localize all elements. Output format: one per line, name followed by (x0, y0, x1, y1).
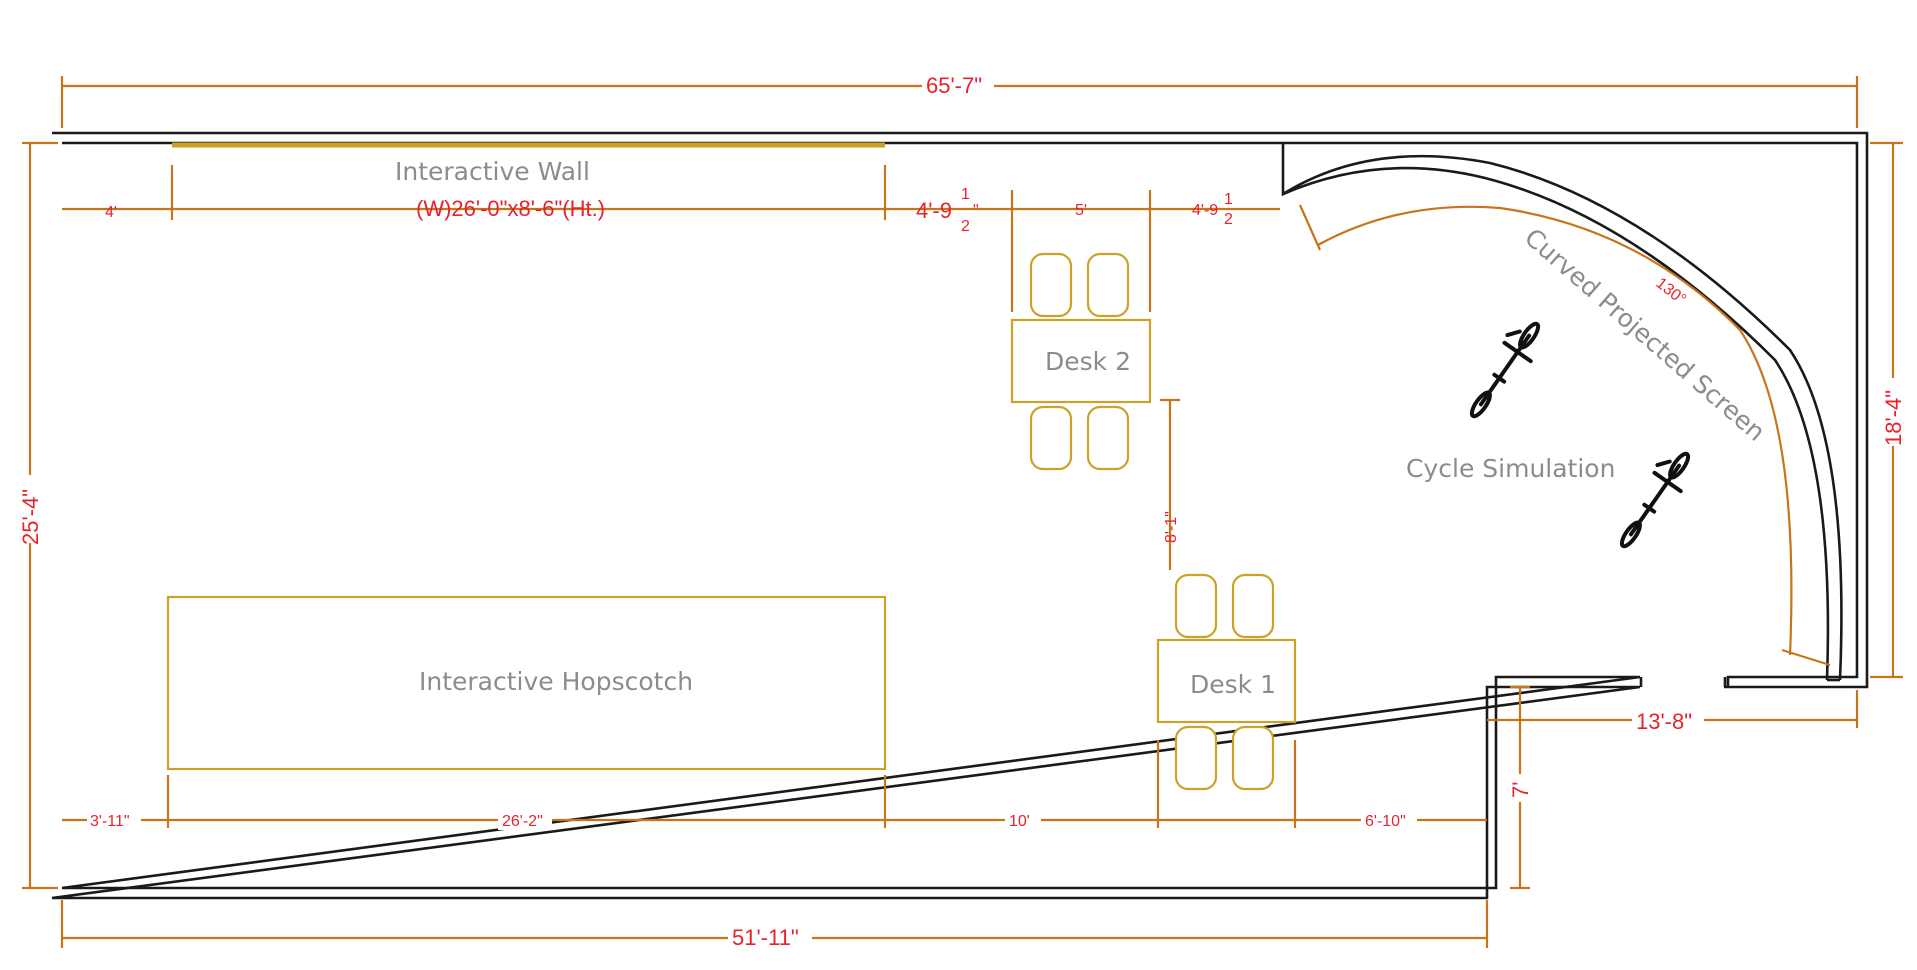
interactive-hopscotch: Interactive Hopscotch (166, 595, 887, 771)
chair (1231, 725, 1275, 791)
chair (1174, 725, 1218, 791)
notch-label: 7' (1508, 782, 1533, 798)
bottom-dimension-row: 3'-11" 26'-2" 10' 6'-10" (62, 740, 1487, 830)
dim-desk1-to-wall: 6'-10" (1365, 813, 1406, 830)
entrance-gap (1632, 706, 1704, 732)
dim-desk-to-screen: 4'-9 (1192, 202, 1218, 219)
chair (1086, 405, 1130, 471)
screen-angle-tick-start (1298, 204, 1322, 251)
screen-inner-arc (1282, 166, 1830, 681)
right-height-gap (1880, 378, 1906, 446)
door-gap (1642, 674, 1724, 690)
desk-gap-dimension: 8'-1" (1160, 398, 1180, 570)
chair (1086, 252, 1130, 318)
outer-wall (51, 131, 1869, 900)
entrance-dimension: 13'-8" (1487, 690, 1859, 734)
screen-angle-tick-end (1781, 648, 1831, 667)
dim-interactive-wall-size: (W)26'-0"x8'-6"(Ht.) (416, 196, 605, 221)
right-height-dimension: 18'-4" (1870, 141, 1906, 679)
bottom-gap-4 (1361, 808, 1417, 830)
screen-outer-arc (1281, 143, 1843, 681)
bike-icon (1469, 321, 1541, 419)
interactive-wall: Interactive Wall (172, 142, 885, 186)
dim-wall-to-desk-frac-mark: " (973, 202, 979, 219)
right-height-label: 18'-4" (1881, 390, 1906, 446)
top-dimension-row: 4' (W)26'-0"x8'-6"(Ht.) 4'-9 1 2 " 5' 4'… (62, 165, 1280, 312)
desk-2-label: Desk 2 (1045, 347, 1131, 376)
overall-width-gap (922, 70, 994, 96)
overall-height-label: 25'-4" (18, 489, 43, 545)
dim-hopscotch-offset: 3'-11" (90, 813, 130, 830)
chair (1029, 405, 1073, 471)
curved-projected-screen (1281, 143, 1843, 682)
bottom-gap-1 (87, 808, 141, 830)
desk-2: Desk 2 (1010, 252, 1152, 471)
interactive-wall-label: Interactive Wall (395, 157, 590, 186)
hopscotch-area (166, 595, 887, 771)
desk-2-table (1010, 318, 1152, 404)
bike-icon (1619, 451, 1691, 549)
overall-height-gap (18, 475, 44, 543)
dim-hopscotch-to-desk1: 10' (1009, 813, 1030, 830)
bottom-width-gap (728, 922, 812, 948)
dim-wall-to-desk-frac-den: 2 (961, 218, 970, 235)
dim-desk2-width: 5' (1075, 202, 1087, 219)
dim-wall-offset: 4' (105, 204, 117, 221)
room-walls (51, 131, 1869, 900)
entrance-label: 13'-8" (1636, 709, 1692, 734)
desk-1-chairs (1174, 573, 1275, 791)
desk-gap-label: 8'-1" (1163, 511, 1180, 543)
overall-width-label: 65'-7" (926, 73, 982, 98)
notch-dimension: 7' (1508, 685, 1533, 890)
screen-angle-arc (1317, 205, 1793, 656)
chair (1029, 252, 1073, 318)
dim-wall-to-desk: 4'-9 (916, 198, 952, 223)
overall-height-dimension: 25'-4" (18, 141, 58, 890)
bottom-width-dimension: 51'-11" (60, 900, 1489, 950)
inner-wall (61, 141, 1859, 890)
desk-1-label: Desk 1 (1190, 670, 1276, 699)
desk-1: Desk 1 (1156, 573, 1297, 791)
chair (1174, 573, 1218, 639)
cycle-simulation: Cycle Simulation Curved Projected Screen (1406, 223, 1771, 549)
dim-desk-to-screen-frac-num: 1 (1224, 191, 1233, 208)
bottom-gap-3 (1005, 808, 1041, 830)
bottom-gap-2 (498, 808, 552, 830)
bottom-width-label: 51'-11" (732, 925, 799, 950)
desk-2-chairs (1029, 252, 1130, 471)
desk-1-table (1156, 638, 1297, 724)
chair (1231, 573, 1275, 639)
overall-width-dimension: 65'-7" (60, 70, 1859, 128)
cycle-simulation-label: Cycle Simulation (1406, 454, 1615, 483)
notch-gap (1509, 774, 1531, 802)
dim-desk-to-screen-frac-den: 2 (1224, 211, 1233, 228)
dim-wall-to-desk-frac-num: 1 (961, 186, 970, 203)
hopscotch-label: Interactive Hopscotch (419, 667, 693, 696)
dim-hopscotch-width: 26'-2" (502, 813, 543, 830)
